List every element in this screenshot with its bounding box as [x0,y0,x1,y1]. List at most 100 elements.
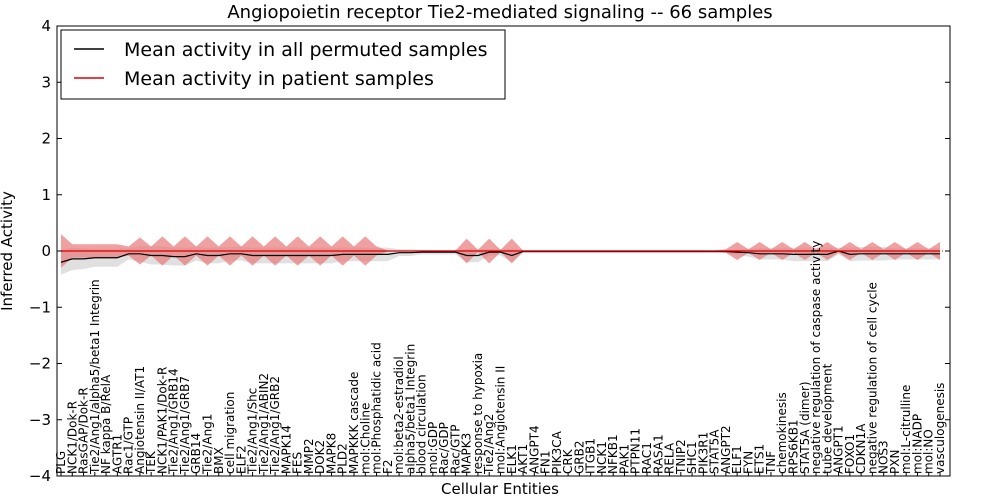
permuted-mean-line [60,250,940,263]
x-tick-label: MMP2 [302,438,316,474]
y-axis-title: Inferred Activity [0,191,16,311]
x-tick-label: PLD2 [336,443,350,474]
y-tick-label: 3 [41,73,51,91]
y-tick-label: −2 [29,355,51,373]
y-tick-label: 0 [41,242,51,260]
x-tick-label: SHC1 [685,441,699,474]
x-tick-label: response to hypoxia [471,353,485,474]
x-tick-label: MAPKKK cascade [347,372,361,474]
x-tick-label: PIK3R1 [696,432,710,474]
x-tick-label: mol:Choline [358,403,372,474]
x-tick-label: AGTR1 [110,434,124,474]
plot-area [57,234,950,275]
x-tick-label: mol:Phosphatidic acid [370,342,384,474]
y-axis-ticks: −4 −3 −2 −1 0 1 2 3 4 [29,17,950,485]
x-tick-label: MAPK8 [324,433,338,474]
y-tick-label: −3 [29,411,51,429]
x-tick-label: PAK1 [617,444,631,474]
y-tick-label: −4 [29,467,51,485]
x-tick-label: Rac/GTP [448,424,462,474]
x-tick-label: FOXO1 [843,434,857,474]
x-tick-label: mol:L-citrulline [899,385,913,474]
x-tick-label: mol:NADP [910,414,924,474]
x-tick-label: ITGB1 [584,438,598,474]
x-tick-label: Rac/GDP [437,422,451,474]
x-tick-label: tube development [820,363,834,474]
x-tick-label: NOS3 [877,440,891,474]
x-axis-category-labels: PLGNCK1/Dok-RRasGAP/Dok-RTie2/Ang1/alpha… [54,241,947,476]
x-tick-label: BMX [212,447,226,474]
x-tick-label: Tie2/Ang2 [482,414,496,475]
x-tick-label: NCK1/PAK1/Dok-R [155,367,169,474]
y-tick-label: 2 [41,130,51,148]
x-tick-label: mol:beta2-estradiol [392,356,406,474]
x-tick-label: NF kappa B/RelA [99,374,113,474]
x-tick-label: STAT5A [708,429,722,474]
y-tick-label: −1 [29,298,51,316]
x-tick-label: GRB2 [572,440,586,474]
plot-frame [56,25,951,477]
x-tick-label: MAPK14 [279,425,293,474]
x-tick-label: MAPK3 [460,433,474,474]
x-tick-label: NCK1 [595,441,609,474]
x-tick-label: alpha5/beta1 Integrin [403,344,417,474]
x-tick-label: Tie2/Ang1 [201,414,215,475]
x-tick-label: Tie2/Ang1/GRB7 [178,376,192,475]
x-tick-label: Tie2/Ang1/alpha5/beta1 Integrin [88,279,102,475]
x-tick-label: chemokinesis [775,392,789,474]
x-tick-label: FN1 [539,450,553,474]
x-tick-label: F2 [381,459,395,474]
x-tick-label: RASA1 [651,434,665,474]
x-tick-label: PTPN11 [629,428,643,474]
x-tick-label: Angiotensin II/AT1 [133,366,147,474]
x-tick-label: AKT1 [516,444,530,474]
x-tick-label: ANGPT4 [527,425,541,474]
chart-title: Angiopoietin receptor Tie2-mediated sign… [227,2,772,23]
x-tick-label: ANGPT2 [719,425,733,474]
x-tick-label: TEK [144,450,158,475]
x-tick-label: PXN [888,450,902,474]
x-tick-label: blood circulation [415,374,429,474]
x-tick-label: RasGAP/Dok-R [77,387,91,474]
x-tick-label: TNF [764,451,778,475]
legend-label-patient: Mean activity in patient samples [124,68,434,90]
x-tick-label: NFKB1 [606,434,620,474]
x-tick-label: ELK1 [505,444,519,474]
x-tick-label: CRK [561,448,575,474]
x-tick-label: Rac1/GTP [122,417,136,474]
x-tick-label: RAC1 [640,442,654,474]
x-tick-label: RPS6KB1 [787,419,801,474]
legend-label-permuted: Mean activity in all permuted samples [124,39,487,61]
x-tick-label: NCK1/Dok-R [65,401,79,474]
x-tick-label: CDKN1A [854,423,868,474]
x-tick-label: vasculogenesis [933,383,947,474]
x-tick-label: Tie2/Ang1/Shc [246,388,260,475]
x-tick-label: GRB14 [189,433,203,474]
y-tick-label: 1 [41,186,51,204]
x-tick-label: Tie2/Ang1/GRB14 [167,368,181,475]
x-tick-label: TNIP2 [674,439,688,475]
x-tick-label: STAT5A (dimer) [798,381,812,474]
x-tick-label: ELF2 [234,445,248,474]
x-tick-label: Tie2/Ang1/GRB2 [268,376,282,475]
x-tick-label: cell migration [223,392,237,474]
x-tick-label: ELF1 [730,445,744,474]
x-tick-label: negative regulation of cell cycle [865,282,879,474]
x-tick-label: DOK2 [313,440,327,474]
x-tick-label: mol:NO [922,429,936,474]
x-tick-label: negative regulation of caspase activity [809,241,823,474]
x-tick-label: mol:GDP [426,422,440,474]
x-tick-label: ANGPT1 [832,425,846,474]
x-tick-label: FES [291,452,305,474]
x-tick-label: PIK3CA [550,430,564,474]
legend: Mean activity in all permuted samples Me… [60,29,506,100]
x-tick-label: mol:Angiotensin II [494,366,508,474]
x-tick-label: FYN [741,451,755,474]
y-tick-label: 4 [41,17,51,35]
x-axis-title: Cellular Entities [441,480,559,498]
x-tick-label: ETS1 [753,444,767,474]
x-tick-label: Tie2/Ang1/ABIN2 [257,373,271,475]
x-tick-label: RELA [663,442,677,474]
legend-box [60,29,506,100]
